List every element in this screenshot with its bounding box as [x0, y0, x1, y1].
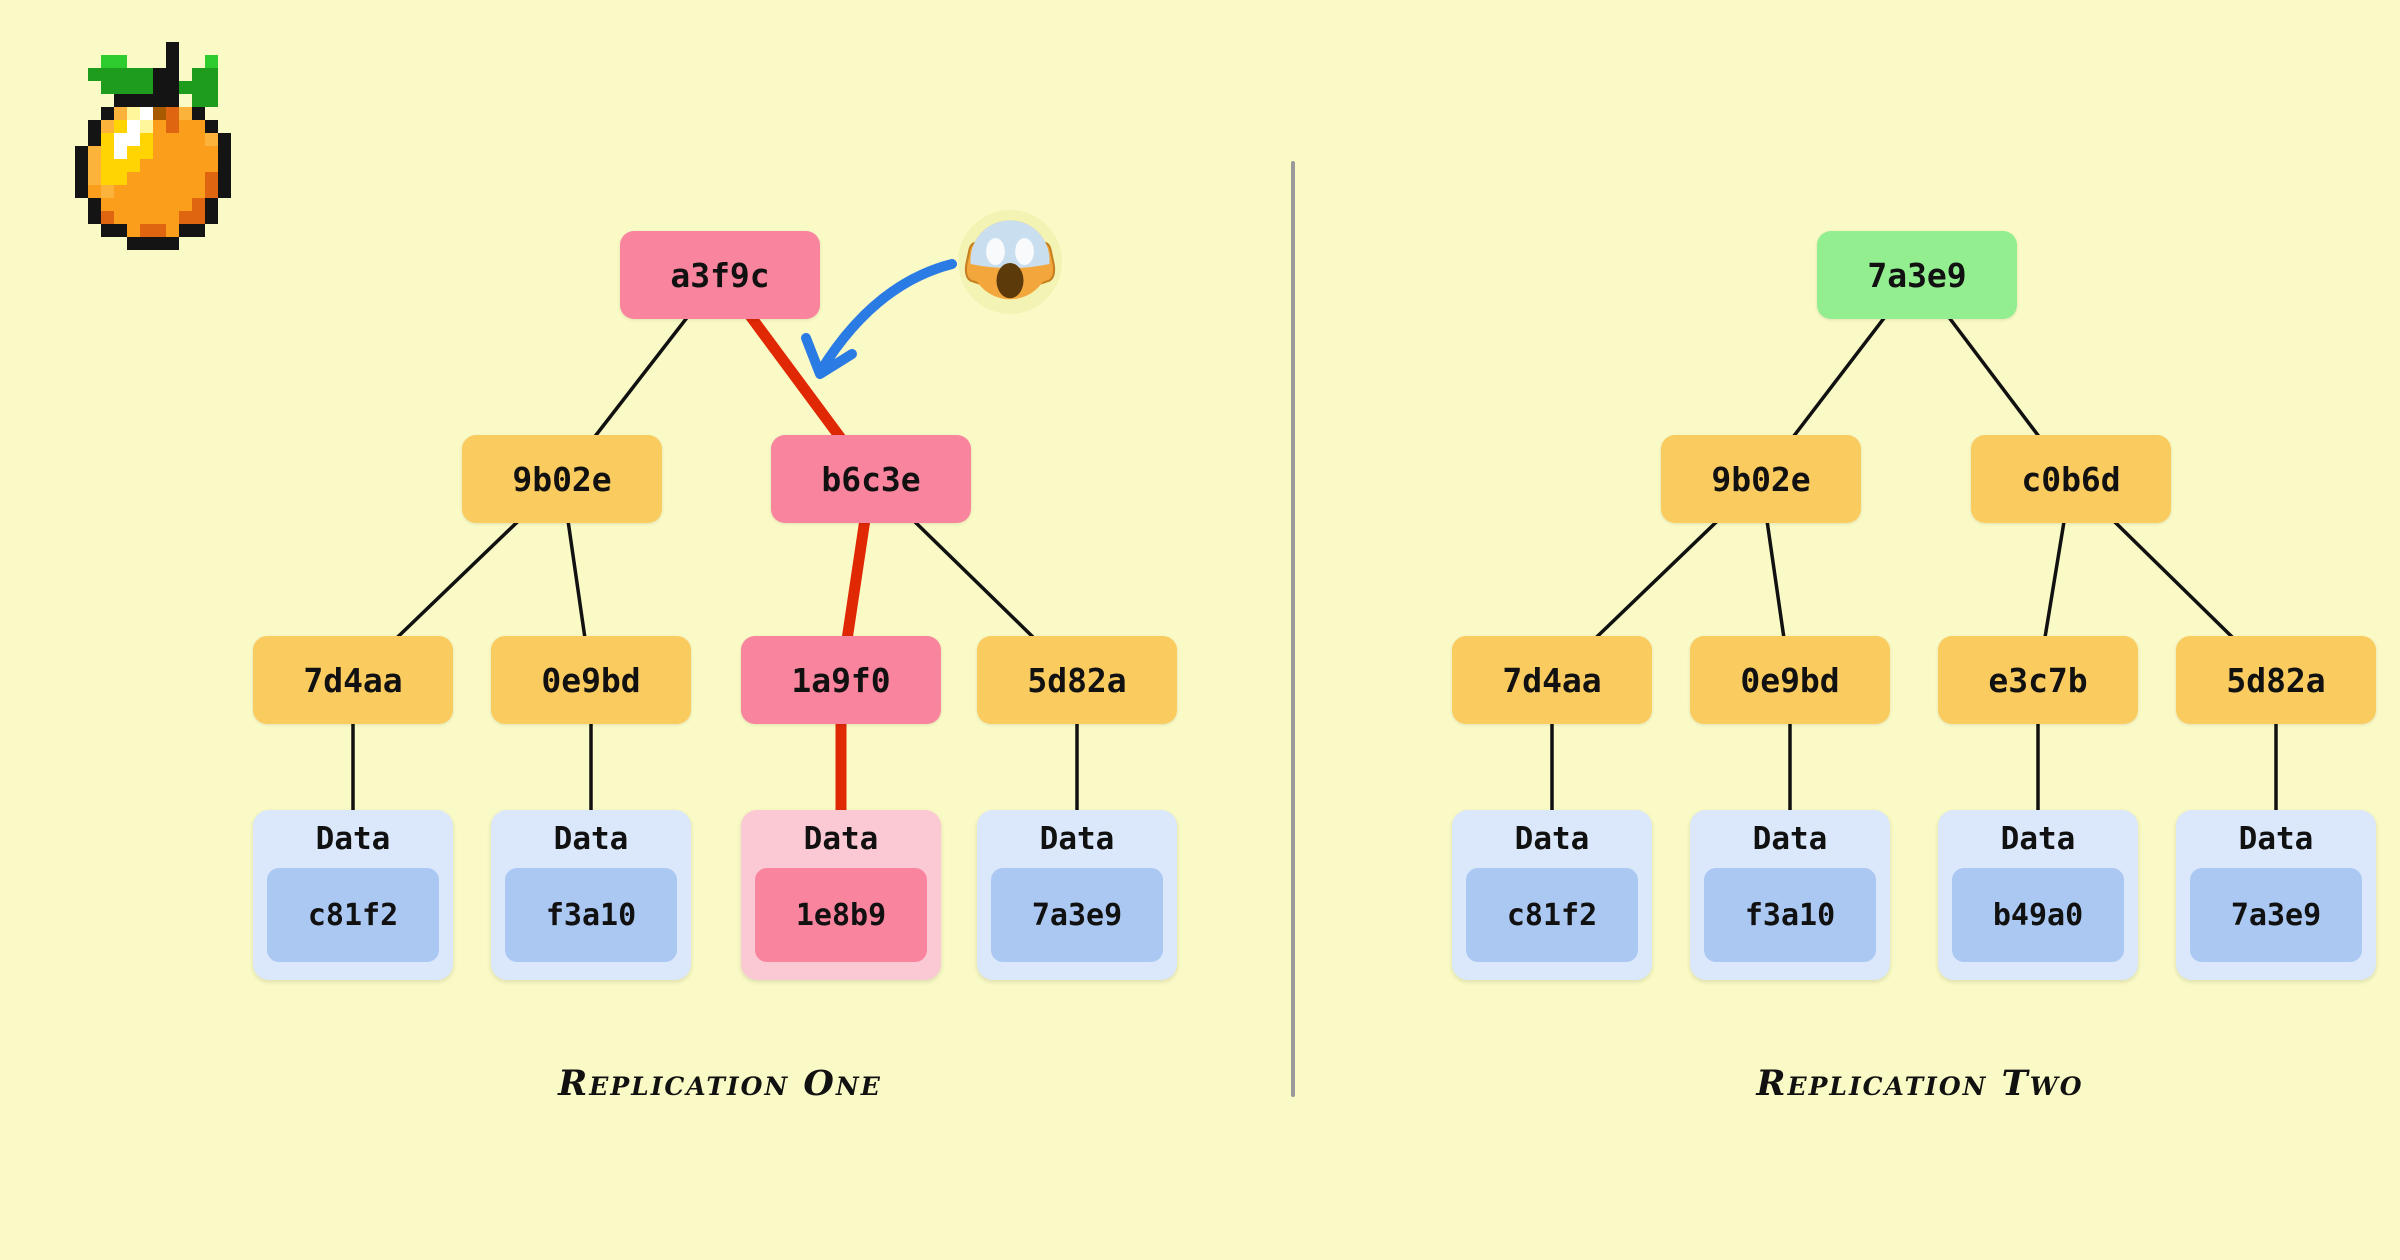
data-hash: 1e8b9: [755, 868, 927, 962]
tree2-l2-node-1: c0b6d: [1971, 435, 2171, 523]
tree1-l3-node-0: 7d4aa: [253, 636, 453, 724]
data-hash: f3a10: [1704, 868, 1876, 962]
data-hash: f3a10: [505, 868, 677, 962]
tree1-caption: Replication One: [558, 1063, 882, 1104]
tree2-l3-node-2: e3c7b: [1938, 636, 2138, 724]
data-label: Data: [803, 821, 879, 857]
tree1-l2-node-1: b6c3e: [771, 435, 971, 523]
tree1-data-box-1: Data f3a10: [491, 810, 691, 980]
tree1-l3-node-1: 0e9bd: [491, 636, 691, 724]
pixel-orange-logo: [75, 42, 231, 250]
data-hash: b49a0: [1952, 868, 2124, 962]
tree2-data-box-1: Data f3a10: [1690, 810, 1890, 980]
data-hash: 7a3e9: [2190, 868, 2362, 962]
tree2-data-box-0: Data c81f2: [1452, 810, 1652, 980]
tree1-l2-node-0: 9b02e: [462, 435, 662, 523]
tree1-data-box-2: Data 1e8b9: [741, 810, 941, 980]
tree1-data-box-0: Data c81f2: [253, 810, 453, 980]
data-label: Data: [2000, 821, 2076, 857]
data-hash: 7a3e9: [991, 868, 1163, 962]
tree2-data-box-2: Data b49a0: [1938, 810, 2138, 980]
data-label: Data: [1514, 821, 1590, 857]
data-hash: c81f2: [1466, 868, 1638, 962]
data-hash: c81f2: [267, 868, 439, 962]
tree2-root-node: 7a3e9: [1817, 231, 2017, 319]
tree1-data-box-3: Data 7a3e9: [977, 810, 1177, 980]
tree2-l3-node-3: 5d82a: [2176, 636, 2376, 724]
screaming-face-emoji: [958, 210, 1062, 314]
tree1-l3-node-2: 1a9f0: [741, 636, 941, 724]
tree2-l2-node-0: 9b02e: [1661, 435, 1861, 523]
data-label: Data: [1039, 821, 1115, 857]
tree2-data-box-3: Data 7a3e9: [2176, 810, 2376, 980]
tree2-l3-node-1: 0e9bd: [1690, 636, 1890, 724]
annotation-arrow: [801, 259, 957, 379]
tree1-l3-node-3: 5d82a: [977, 636, 1177, 724]
data-label: Data: [315, 821, 391, 857]
tree2-l3-node-0: 7d4aa: [1452, 636, 1652, 724]
divider-line: [1291, 161, 1295, 1097]
data-label: Data: [2238, 821, 2314, 857]
tree1-root-node: a3f9c: [620, 231, 820, 319]
tree2-caption: Replication Two: [1756, 1063, 2084, 1104]
data-label: Data: [1752, 821, 1828, 857]
data-label: Data: [553, 821, 629, 857]
